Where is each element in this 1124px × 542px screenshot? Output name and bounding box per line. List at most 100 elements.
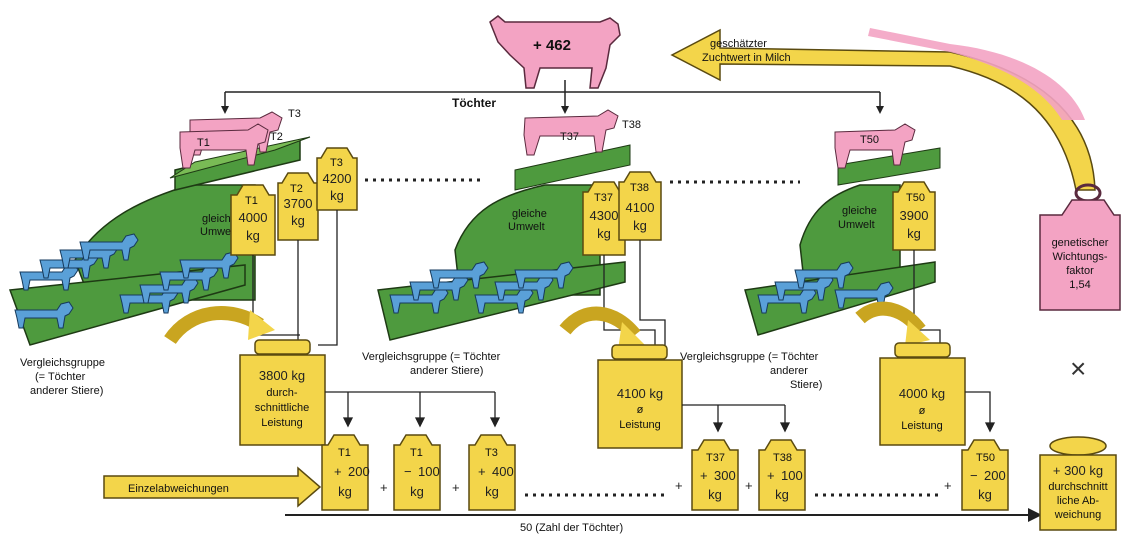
comparison-label-2b: anderer Stiere) <box>410 365 483 377</box>
daughter-label: T50 <box>860 134 879 146</box>
comparison-label-2a: Vergleichsgruppe (= Töchter <box>362 351 501 363</box>
comparison-label-1c: anderer Stiere) <box>30 385 103 397</box>
svg-text:T3: T3 <box>330 157 343 169</box>
svg-text:4200: 4200 <box>323 171 352 186</box>
svg-text:4100: 4100 <box>626 200 655 215</box>
svg-text:kg: kg <box>410 484 424 499</box>
svg-text:T50: T50 <box>976 452 995 464</box>
svg-text:kg: kg <box>597 226 611 241</box>
svg-text:+: + <box>380 480 388 495</box>
svg-text:T3: T3 <box>485 447 498 459</box>
svg-text:3900: 3900 <box>900 208 929 223</box>
environment-label-2a: gleiche <box>512 208 547 220</box>
deviation-weight: T1 − 100 kg <box>393 434 441 511</box>
svg-text:kg: kg <box>291 213 305 228</box>
weight-t1: T1 4000 kg <box>230 184 276 256</box>
sum-baseline: 50 (Zahl der Töchter) <box>285 508 1042 534</box>
estimate-arrow: geschätzter Zuchtwert in Milch <box>670 28 1096 191</box>
svg-text:−: − <box>404 464 412 479</box>
svg-text:200: 200 <box>984 468 1006 483</box>
group-2: gleiche Umwelt T37 T38 Vergleichsgruppe … <box>362 109 683 449</box>
svg-text:200: 200 <box>348 464 370 479</box>
svg-text:+: + <box>452 480 460 495</box>
average-jar-1: 3800 kg durch- schnittliche Leistung <box>239 339 326 446</box>
svg-text:ø: ø <box>919 405 926 417</box>
result-jar: + 300 kg durchschnitt liche Ab- weichung <box>1039 436 1117 531</box>
svg-text:T2: T2 <box>290 183 303 195</box>
svg-text:kg: kg <box>330 188 344 203</box>
daughter-label: T3 <box>288 108 301 120</box>
svg-text:kg: kg <box>633 218 647 233</box>
svg-text:Leistung: Leistung <box>619 419 661 431</box>
arrow-label-1: geschätzter <box>710 38 767 50</box>
svg-text:3700: 3700 <box>284 196 313 211</box>
daughters-connector: Töchter <box>221 80 884 114</box>
daughter-label: T38 <box>622 119 641 131</box>
svg-text:T38: T38 <box>630 182 649 194</box>
svg-text:kg: kg <box>246 228 260 243</box>
weight-t3: T3 4200 kg <box>316 147 358 211</box>
svg-text:schnittliche: schnittliche <box>255 402 309 414</box>
daughter-cow <box>834 123 916 169</box>
svg-text:100: 100 <box>781 468 803 483</box>
svg-text:+: + <box>700 468 708 483</box>
svg-text:liche Ab-: liche Ab- <box>1057 495 1100 507</box>
zahl-label: 50 (Zahl der Töchter) <box>520 522 623 534</box>
comparison-label-3a: Vergleichsgruppe (= Töchter <box>680 351 819 363</box>
svg-text:faktor: faktor <box>1066 265 1094 277</box>
svg-text:kg: kg <box>978 487 992 502</box>
comparison-label-1b: (= Töchter <box>35 371 86 383</box>
svg-text:Leistung: Leistung <box>901 420 943 432</box>
group-1: gleiche Umwelt T3 T1 T2 Vergleichsgruppe… <box>8 108 358 446</box>
svg-text:T37: T37 <box>706 452 725 464</box>
bull-value: + 462 <box>533 37 571 54</box>
svg-text:+: + <box>767 468 775 483</box>
environment-label-2b: Umwelt <box>508 221 545 233</box>
weight-t50: T50 3900 kg <box>892 181 936 251</box>
svg-text:kg: kg <box>338 484 352 499</box>
svg-text:T37: T37 <box>594 192 613 204</box>
svg-text:+: + <box>334 464 342 479</box>
bull: + 462 <box>489 15 621 89</box>
daughter-label: T1 <box>197 137 210 149</box>
genetic-factor-weight: genetischer Wichtungs- faktor 1,54 <box>1039 183 1121 311</box>
weight-t37: T37 4300 kg <box>582 181 626 256</box>
weight-t38: T38 4100 kg <box>618 171 662 241</box>
deviation-weight: T3 + 400 kg <box>468 434 516 511</box>
deviation-weight: T50 − 200 kg <box>961 439 1009 511</box>
comparison-label-1a: Vergleichsgruppe <box>20 357 105 369</box>
svg-text:+: + <box>478 464 486 479</box>
deviation-weight: T38 + 100 kg <box>758 439 806 511</box>
times-sign: × <box>1070 353 1086 384</box>
svg-text:100: 100 <box>418 464 440 479</box>
daughters-label: Töchter <box>452 96 496 110</box>
svg-text:+: + <box>745 478 753 493</box>
daughter-cow <box>179 123 269 169</box>
svg-text:genetischer: genetischer <box>1052 237 1109 249</box>
group-3: gleiche Umwelt T50 Vergleichsgruppe (= T… <box>680 123 966 446</box>
environment-label-1a: gleiche <box>202 213 237 225</box>
comparison-label-3b: anderer <box>770 365 808 377</box>
svg-text:4300: 4300 <box>590 208 619 223</box>
average-jar-3: 4000 kg ø Leistung <box>879 342 966 446</box>
weight-t2: T2 3700 kg <box>277 172 319 241</box>
svg-text:weichung: weichung <box>1054 509 1101 521</box>
svg-text:kg: kg <box>907 226 921 241</box>
deviation-weight: T37 + 300 kg <box>691 439 739 511</box>
svg-text:T1: T1 <box>245 195 258 207</box>
svg-text:+: + <box>944 478 952 493</box>
svg-text:durch-: durch- <box>266 387 298 399</box>
svg-text:kg: kg <box>485 484 499 499</box>
svg-text:300: 300 <box>714 468 736 483</box>
arrow-label-2: Zuchtwert in Milch <box>702 52 791 64</box>
einzel-label: Einzelabweichungen <box>128 483 229 495</box>
svg-text:kg: kg <box>775 487 789 502</box>
svg-text:3800 kg: 3800 kg <box>259 368 305 383</box>
svg-text:400: 400 <box>492 464 514 479</box>
svg-text:durchschnitt: durchschnitt <box>1048 481 1107 493</box>
svg-text:T1: T1 <box>338 447 351 459</box>
average-jar-2: 4100 kg ø Leistung <box>597 344 683 449</box>
environment-label-3a: gleiche <box>842 205 877 217</box>
svg-text:4000: 4000 <box>239 210 268 225</box>
